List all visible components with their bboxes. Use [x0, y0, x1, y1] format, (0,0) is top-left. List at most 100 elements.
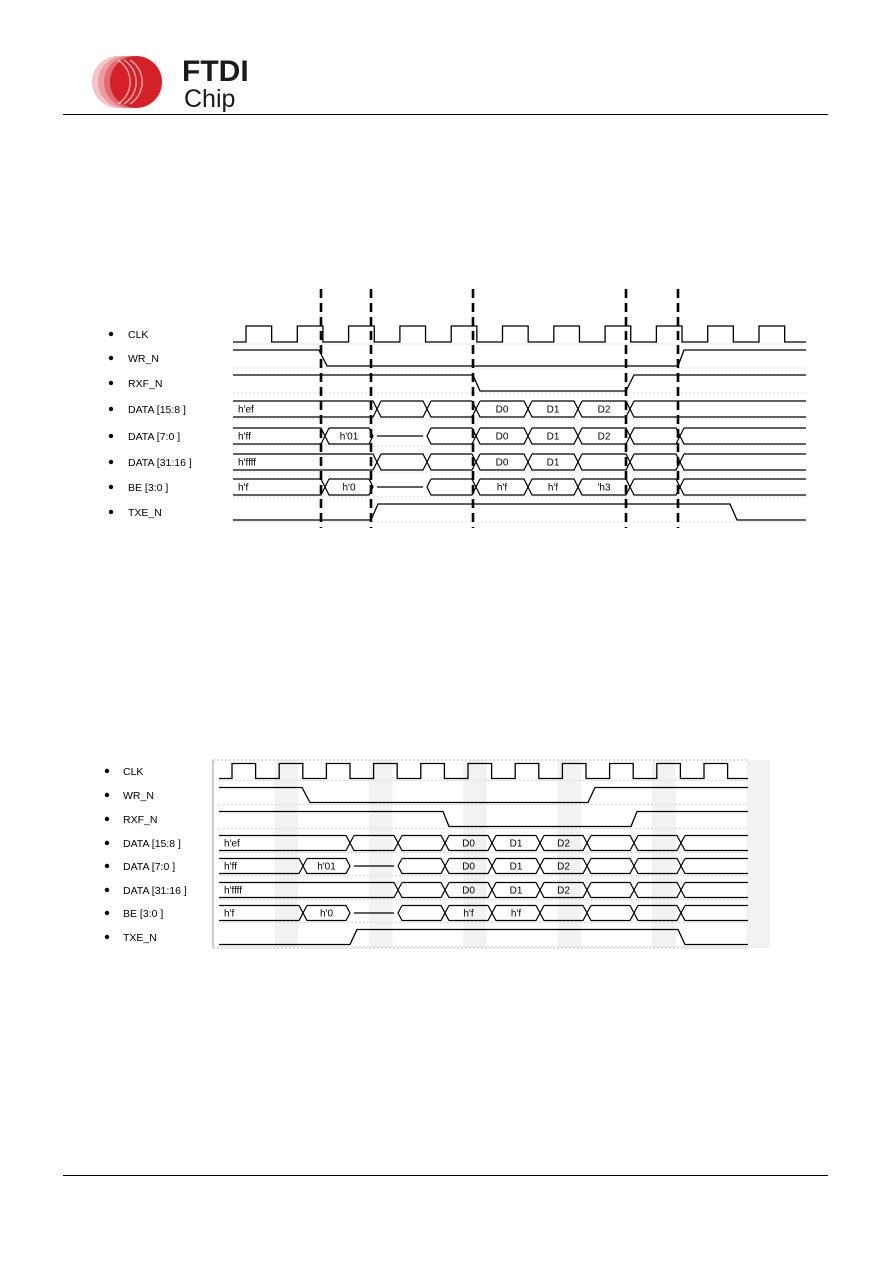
d1-bus-seg-be-3-0 — [629, 478, 681, 496]
d2-grid-stripe — [557, 760, 582, 948]
d2-bus-seg-data-31-16 — [444, 881, 493, 899]
d1-bullet-icon — [108, 331, 114, 337]
d2-bullet-icon — [104, 816, 110, 822]
d2-bus-seg-data-31-16 — [680, 881, 748, 899]
d1-bus-value-data-31-16: D1 — [547, 458, 560, 469]
d2-bus-value-data-31-16: D2 — [557, 886, 570, 897]
d1-bullet-icon — [108, 355, 114, 361]
d2-bus-seg-data-7-0 — [444, 857, 493, 875]
d2-bus-seg-data-31-16 — [633, 881, 682, 899]
d2-bus-value-be-3-0: h'f — [511, 909, 521, 920]
d2-label-rxf-n: RXF_N — [123, 814, 157, 826]
d2-bus-value-data-7-0: D2 — [557, 862, 570, 873]
d2-bullet-icon — [104, 768, 110, 774]
d2-bus-value-data-15-8: D0 — [462, 839, 475, 850]
d2-label-data-31-16: DATA [31:16 ] — [123, 885, 187, 897]
d1-bus-seg-data-15-8 — [475, 400, 529, 418]
d1-bus-seg-data-31-16 — [577, 453, 631, 471]
d1-bus-value-be-3-0: h'f — [238, 483, 248, 494]
d1-bus-value-data-7-0: D0 — [496, 432, 509, 443]
d2-bullet-icon — [104, 792, 110, 798]
d2-bullet-icon — [104, 910, 110, 916]
d1-label-rxf-n: RXF_N — [128, 378, 162, 390]
d2-wave-rxf-n — [219, 810, 748, 828]
logo-circles-icon — [92, 56, 162, 108]
d2-grid-stripe — [368, 760, 393, 948]
d2-bus-seg-data-7-0 — [397, 857, 446, 875]
logo-text-chip: Chip — [184, 85, 235, 113]
d2-bus-value-data-15-8: D2 — [557, 839, 570, 850]
d1-bus-seg-data-31-16 — [679, 453, 806, 471]
d2-bus-seg-data-7-0 — [680, 857, 748, 875]
d2-label-wr-n: WR_N — [123, 790, 154, 802]
header-rule — [63, 114, 828, 115]
d1-bus-seg-data-7-0 — [475, 427, 529, 445]
d2-label-data-7-0: DATA [7:0 ] — [123, 861, 175, 873]
d2-grid-stripe — [463, 760, 487, 948]
d1-label-be-3-0: BE [3:0 ] — [128, 482, 168, 494]
d2-bus-value-be-3-0: h'0 — [320, 909, 333, 920]
d2-bus-seg-be-3-0 — [633, 904, 682, 922]
d2-bus-seg-data-7-0 — [491, 857, 541, 875]
d1-bullet-icon — [108, 484, 114, 490]
d1-wave-clk — [233, 325, 806, 343]
d2-bus-seg-data-15-8 — [539, 834, 588, 852]
d1-bus-value-be-3-0: h'f — [548, 483, 558, 494]
d2-bus-seg-data-31-16 — [539, 881, 588, 899]
d2-wave-wr-n — [219, 786, 748, 804]
d2-bus-seg-be-3-0 — [491, 904, 541, 922]
d2-bus-value-data-31-16: D0 — [462, 886, 475, 897]
d1-bus-seg-data-7-0 — [679, 427, 806, 445]
d2-bus-value-data-31-16: h'ffff — [224, 886, 242, 897]
d1-label-data-7-0: DATA [7:0 ] — [128, 431, 180, 443]
d2-bus-seg-data-7-0 — [633, 857, 682, 875]
d2-bus-seg-data-15-8 — [397, 834, 446, 852]
d2-grid-stripe — [746, 760, 771, 948]
d1-bus-seg-data-31-16 — [426, 453, 477, 471]
d2-bus-seg-data-15-8 — [349, 834, 399, 852]
d1-bus-value-data-15-8: h'ef — [238, 405, 254, 416]
d2-bus-seg-data-31-16 — [586, 881, 635, 899]
d1-bullet-icon — [108, 509, 114, 515]
d1-bus-value-data-15-8: D0 — [496, 405, 509, 416]
d2-bus-seg-data-15-8 — [680, 834, 748, 852]
d2-label-data-15-8: DATA [15:8 ] — [123, 838, 181, 850]
d1-wave-rxf-n — [233, 374, 806, 392]
d2-bus-seg-be-3-0 — [586, 904, 635, 922]
d1-label-data-15-8: DATA [15:8 ] — [128, 404, 186, 416]
d2-bus-seg-data-7-0 — [539, 857, 588, 875]
d2-wave-clk — [219, 762, 748, 780]
d2-bus-value-be-3-0: h'f — [224, 909, 234, 920]
d1-bus-seg-be-3-0 — [527, 478, 579, 496]
d2-bullet-icon — [104, 840, 110, 846]
d2-bus-value-data-15-8: h'ef — [224, 839, 240, 850]
d2-bus-seg-data-31-16 — [397, 881, 446, 899]
d1-bus-seg-be-3-0 — [324, 478, 374, 496]
d1-label-txe-n: TXE_N — [128, 507, 162, 519]
d1-bus-value-be-3-0: h'0 — [342, 483, 355, 494]
d2-bus-seg-be-3-0 — [397, 904, 446, 922]
d2-bus-seg-be-3-0 — [302, 904, 351, 922]
d2-bus-value-data-7-0: D0 — [462, 862, 475, 873]
d2-bus-seg-data-15-8 — [633, 834, 682, 852]
d2-label-clk: CLK — [123, 766, 143, 778]
d2-wave-txe-n — [219, 928, 748, 946]
d2-bus-value-data-31-16: D1 — [510, 886, 523, 897]
d1-bus-seg-be-3-0 — [475, 478, 529, 496]
d2-bus-seg-data-15-8 — [491, 834, 541, 852]
d2-bus-seg-be-3-0 — [539, 904, 588, 922]
d1-bus-value-data-7-0: h'ff — [238, 432, 251, 443]
d1-bus-seg-data-31-16 — [376, 453, 428, 471]
d2-bus-seg-be-3-0 — [444, 904, 493, 922]
d1-bus-value-data-7-0: D2 — [598, 432, 611, 443]
d2-bus-value-data-7-0: D1 — [510, 862, 523, 873]
footer-rule — [63, 1175, 828, 1176]
d1-bus-value-be-3-0: h'f — [497, 483, 507, 494]
d2-bus-value-be-3-0: h'f — [463, 909, 473, 920]
d1-label-clk: CLK — [128, 329, 148, 341]
d2-grid-stripe — [652, 760, 676, 948]
